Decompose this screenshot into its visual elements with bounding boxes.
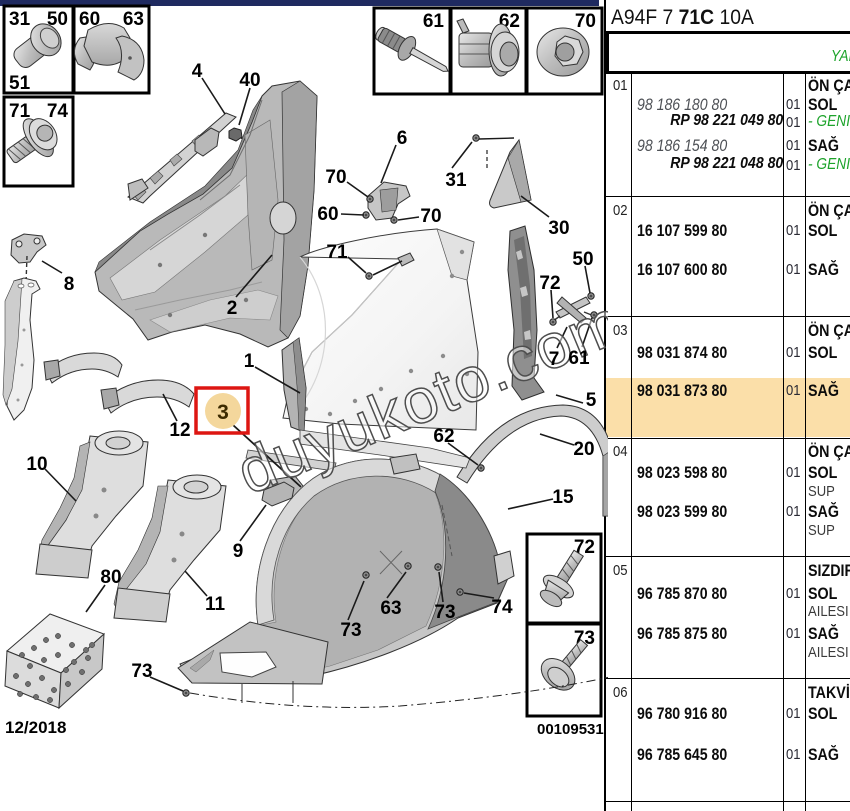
svg-text:6: 6: [397, 128, 408, 149]
svg-text:12: 12: [169, 420, 190, 441]
svg-text:70: 70: [575, 11, 596, 32]
svg-text:9: 9: [233, 541, 244, 562]
svg-text:31: 31: [445, 170, 467, 191]
svg-text:70: 70: [420, 206, 441, 227]
svg-text:8: 8: [64, 274, 75, 295]
svg-text:40: 40: [239, 70, 260, 91]
svg-text:60: 60: [317, 204, 338, 225]
svg-text:00109531: 00109531: [537, 721, 604, 738]
svg-text:62: 62: [433, 426, 454, 447]
svg-text:72: 72: [574, 537, 595, 558]
svg-text:74: 74: [491, 597, 513, 618]
svg-text:63: 63: [380, 598, 401, 619]
svg-text:72: 72: [539, 273, 560, 294]
svg-text:15: 15: [552, 487, 574, 508]
svg-text:12/2018: 12/2018: [5, 718, 66, 737]
svg-text:63: 63: [123, 9, 144, 30]
svg-text:7: 7: [549, 349, 560, 370]
svg-text:4: 4: [192, 61, 203, 82]
svg-text:1: 1: [244, 351, 255, 372]
svg-text:73: 73: [434, 602, 455, 623]
svg-text:60: 60: [79, 9, 100, 30]
svg-text:71: 71: [9, 101, 31, 122]
svg-text:61: 61: [423, 11, 445, 32]
svg-text:5: 5: [586, 390, 597, 411]
svg-text:51: 51: [9, 73, 31, 94]
svg-text:61: 61: [568, 348, 590, 369]
svg-text:73: 73: [131, 661, 152, 682]
svg-text:31: 31: [9, 9, 31, 30]
svg-text:3: 3: [217, 401, 229, 424]
svg-text:50: 50: [47, 9, 68, 30]
svg-text:20: 20: [573, 439, 594, 460]
svg-text:50: 50: [572, 249, 593, 270]
svg-text:73: 73: [340, 620, 361, 641]
svg-text:70: 70: [325, 167, 346, 188]
svg-text:74: 74: [47, 101, 69, 122]
svg-text:2: 2: [227, 298, 238, 319]
svg-text:10: 10: [26, 454, 47, 475]
svg-text:71: 71: [326, 242, 348, 263]
svg-text:80: 80: [100, 567, 121, 588]
svg-text:11: 11: [205, 594, 226, 615]
svg-text:30: 30: [548, 218, 569, 239]
